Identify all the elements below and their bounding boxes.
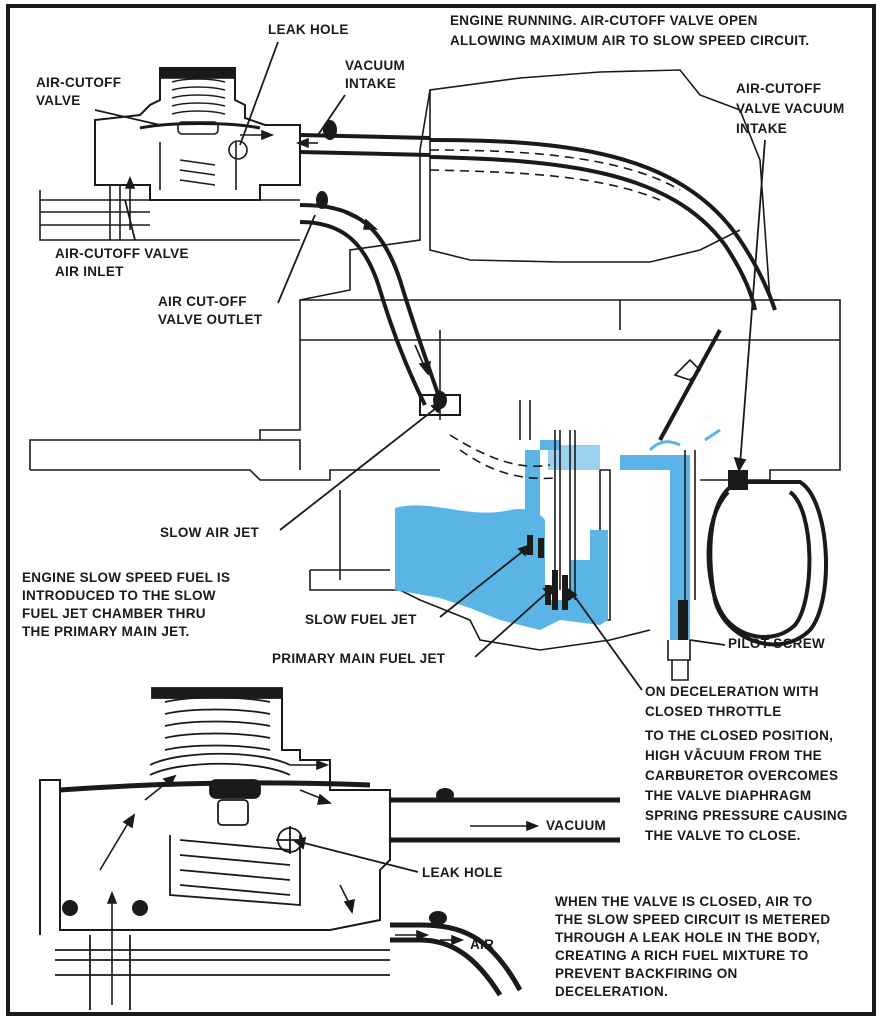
label-decel-5: CARBURETOR OVERCOMES <box>645 768 838 783</box>
label-air-cutoff-valve-1: AIR-CUTOFF <box>36 75 121 90</box>
leader-lines-top <box>94 41 766 691</box>
label-pilot-screw: PILOT SCREW <box>728 636 825 651</box>
label-decel-7: SPRING PRESSURE CAUSING <box>645 808 848 823</box>
labels: ENGINE RUNNING. AIR-CUTOFF VALVE OPEN AL… <box>22 13 848 999</box>
label-acv-outlet-2: VALVE OUTLET <box>158 312 263 327</box>
label-leak-hole-bottom: LEAK HOLE <box>422 865 503 880</box>
label-decel-4: HIGH VĀCUUM FROM THE <box>645 748 822 763</box>
label-closed-3: THROUGH A LEAK HOLE IN THE BODY, <box>555 930 820 945</box>
emulsion-tubes <box>554 430 696 681</box>
label-decel-6: THE VALVE DIAPHRAGM <box>645 788 811 803</box>
label-closed-5: PREVENT BACKFIRING ON <box>555 966 738 981</box>
label-engine-slow-3: FUEL JET CHAMBER THRU <box>22 606 206 621</box>
label-vacuum-bottom: VACUUM <box>546 818 606 833</box>
label-acv-air-inlet-2: AIR INLET <box>55 264 124 279</box>
label-engine-slow-2: INTRODUCED TO THE SLOW <box>22 588 216 603</box>
label-engine-slow-1: ENGINE SLOW SPEED FUEL IS <box>22 570 230 585</box>
air-cutoff-valve-bottom <box>39 687 391 1010</box>
vacuum-hose-top <box>299 133 829 647</box>
air-cutoff-valve-top <box>39 67 301 241</box>
label-acv-outlet-1: AIR CUT-OFF <box>158 294 247 309</box>
label-primary-main-fuel-jet: PRIMARY MAIN FUEL JET <box>272 651 446 666</box>
label-closed-6: DECELERATION. <box>555 984 668 999</box>
label-decel-8: THE VALVE TO CLOSE. <box>645 828 801 843</box>
label-decel-3: TO THE CLOSED POSITION, <box>645 728 833 743</box>
label-acv-vacuum-intake-2: VALVE VACUUM <box>736 101 845 116</box>
label-vacuum-intake-2: INTAKE <box>345 76 396 91</box>
label-acv-air-inlet-1: AIR-CUTOFF VALVE <box>55 246 189 261</box>
label-vacuum-intake-1: VACUUM <box>345 58 405 73</box>
flow-arrows-bottom <box>99 759 540 1005</box>
outlet-hose-top <box>299 203 461 416</box>
label-acv-vacuum-intake-1: AIR-CUTOFF <box>736 81 821 96</box>
label-slow-air-jet: SLOW AIR JET <box>160 525 260 540</box>
label-leak-hole-top: LEAK HOLE <box>268 22 349 37</box>
label-decel-1: ON DECELERATION WITH <box>645 684 819 699</box>
label-air-bottom: AIR <box>470 937 494 952</box>
flow-arrows-top <box>124 129 431 376</box>
air-passages-dashed <box>429 149 681 480</box>
hose-clamps-top <box>316 120 748 490</box>
label-engine-running-2: ALLOWING MAXIMUM AIR TO SLOW SPEED CIRCU… <box>450 33 809 48</box>
leader-lines-bottom <box>293 836 419 873</box>
diagram-frame <box>6 4 876 1016</box>
label-acv-vacuum-intake-3: INTAKE <box>736 121 787 136</box>
label-air-cutoff-valve-2: VALVE <box>36 93 81 108</box>
label-closed-4: CREATING A RICH FUEL MIXTURE TO <box>555 948 809 963</box>
label-engine-slow-4: THE PRIMARY MAIN JET. <box>22 624 190 639</box>
hose-clamps-bottom <box>62 788 454 925</box>
label-closed-2: THE SLOW SPEED CIRCUIT IS METERED <box>555 912 830 927</box>
label-engine-running-1: ENGINE RUNNING. AIR-CUTOFF VALVE OPEN <box>450 13 758 28</box>
label-decel-2: CLOSED THROTTLE <box>645 704 782 719</box>
label-closed-1: WHEN THE VALVE IS CLOSED, AIR TO <box>555 894 812 909</box>
label-slow-fuel-jet: SLOW FUEL JET <box>305 612 417 627</box>
bottom-hoses <box>390 797 620 997</box>
